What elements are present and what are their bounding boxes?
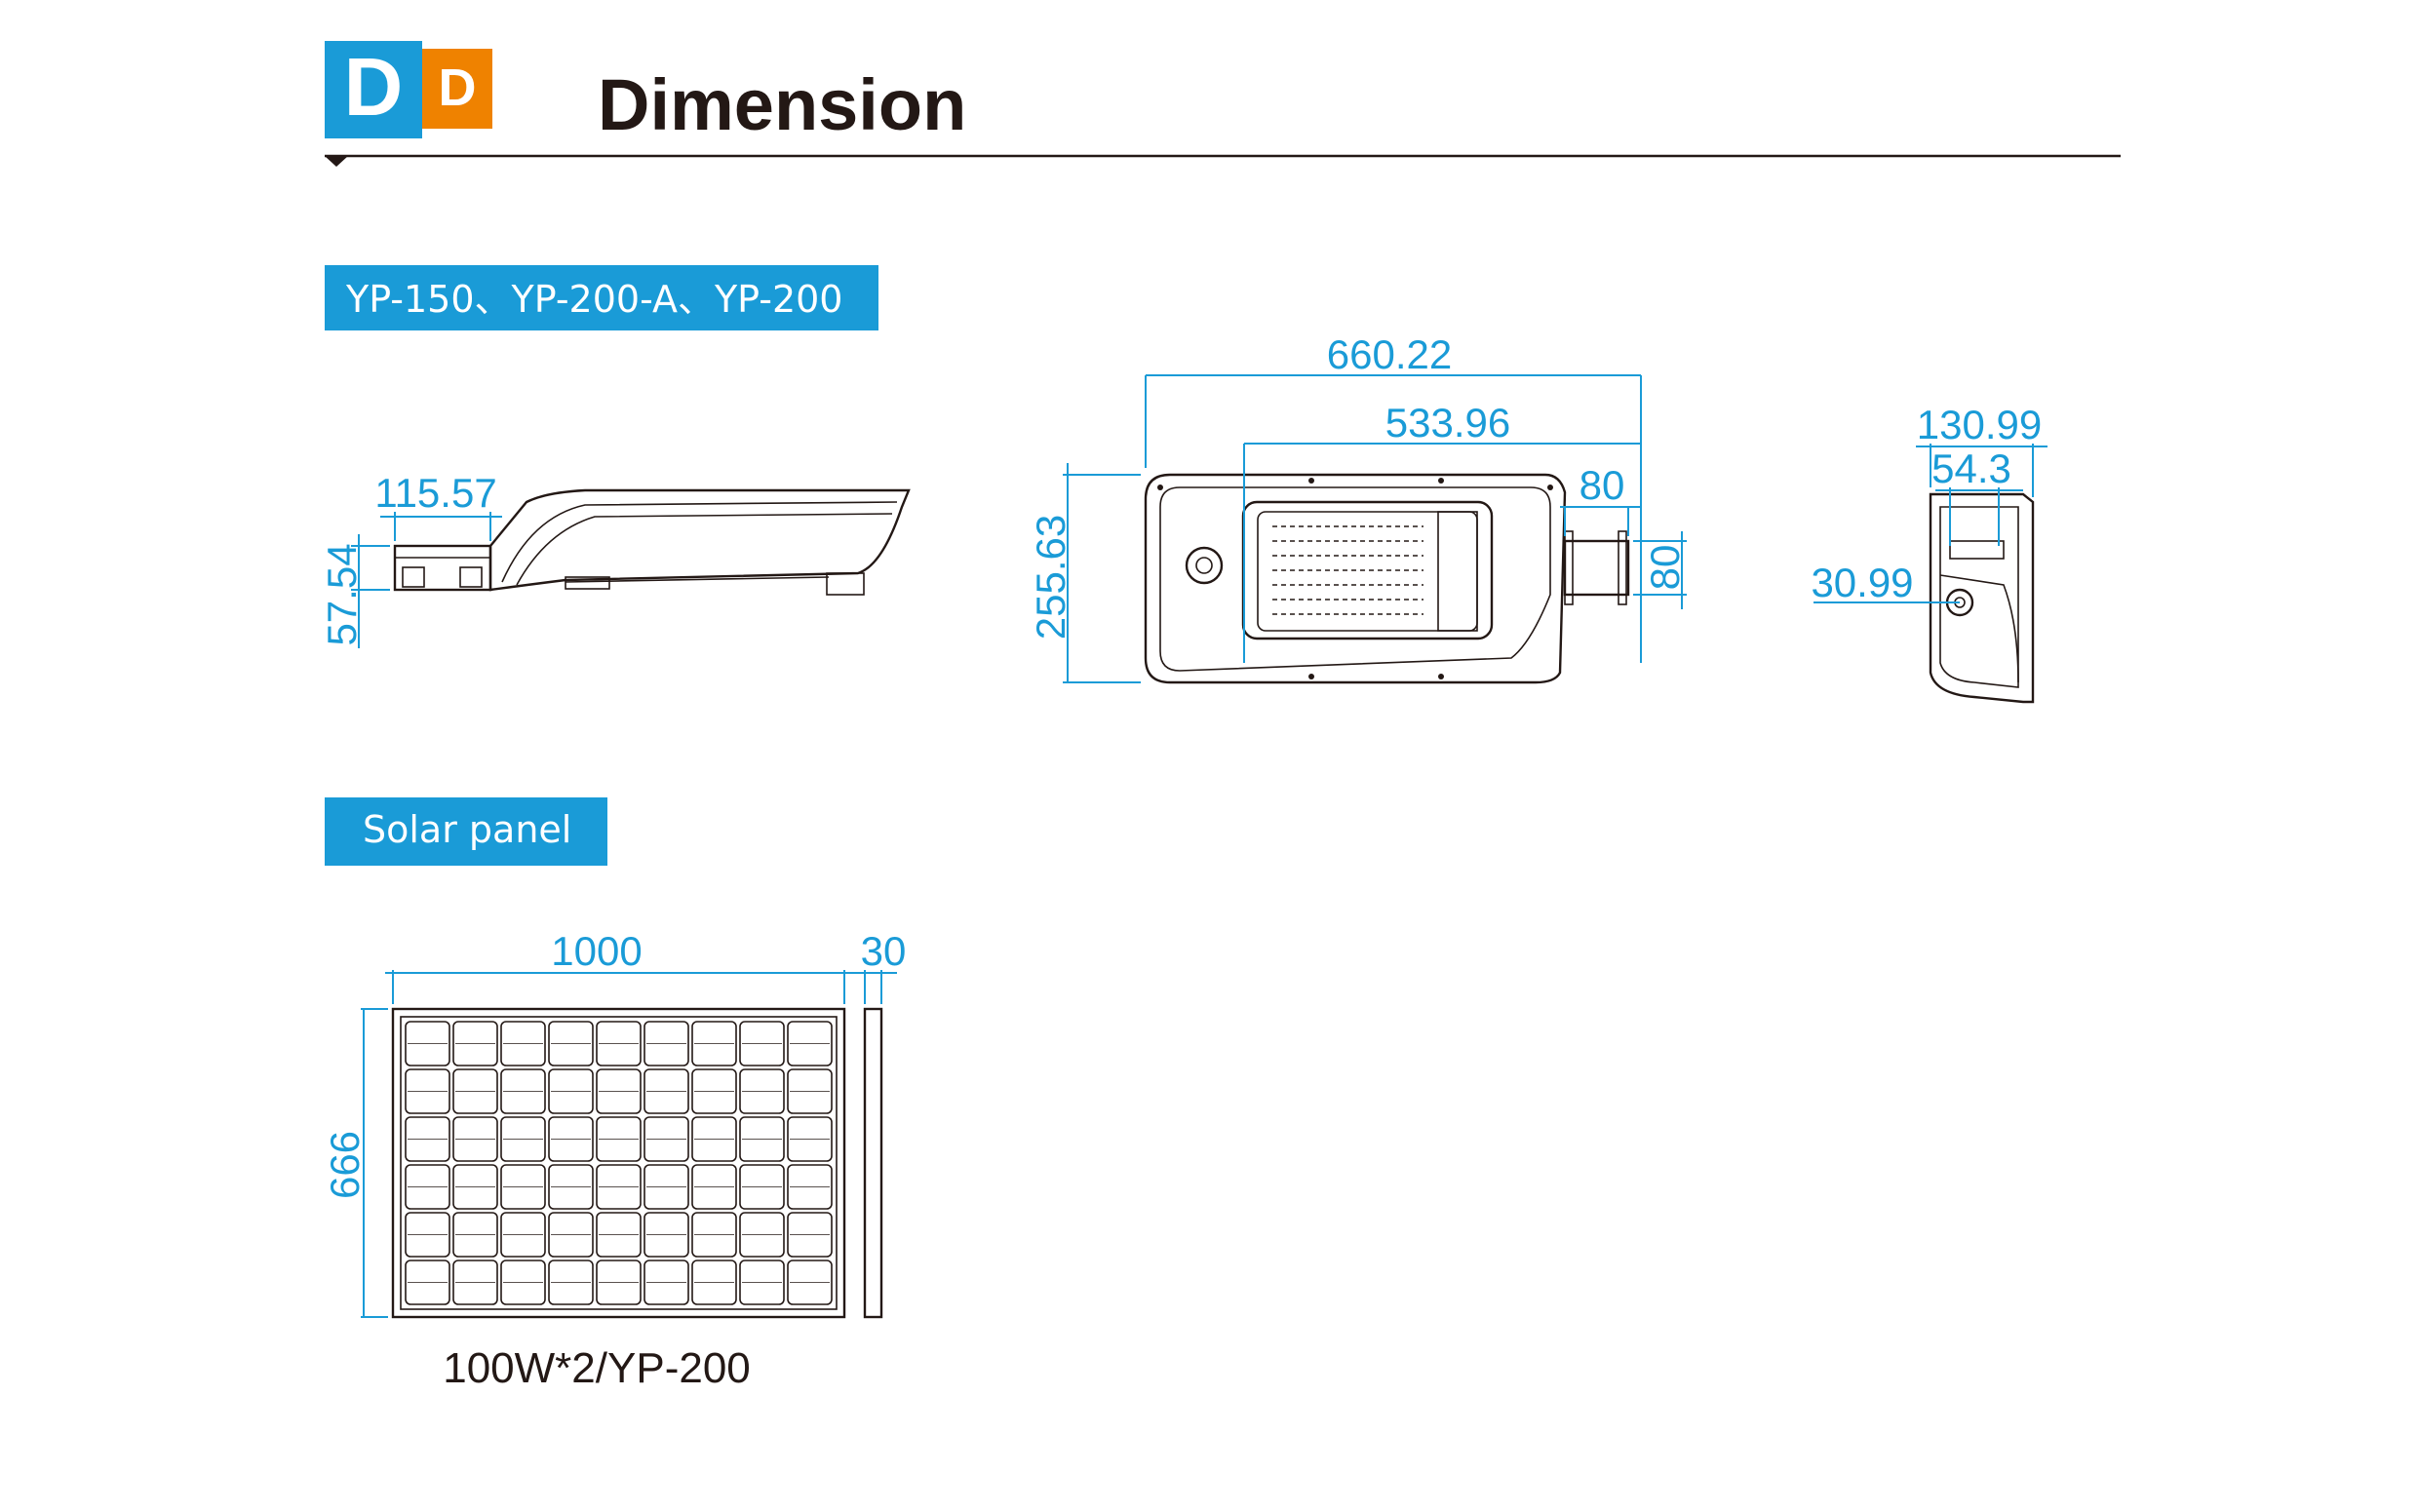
solar-cell <box>739 1021 785 1066</box>
screw-points <box>1157 478 1553 679</box>
solar-cell <box>452 1164 498 1210</box>
section-tab-solar-panel: Solar panel <box>325 797 607 866</box>
badge-small-letter: D <box>439 58 477 117</box>
solar-cell <box>739 1068 785 1114</box>
solar-cell <box>596 1116 642 1162</box>
solar-cell <box>452 1068 498 1114</box>
solar-cell <box>452 1116 498 1162</box>
top-overall-length-label: 660.22 <box>1327 331 1452 377</box>
panel-caption: 100W*2/YP-200 <box>443 1344 751 1392</box>
solar-cell <box>405 1212 450 1258</box>
end-hole-offset-label: 30.99 <box>1811 560 1913 605</box>
solar-cell <box>548 1116 594 1162</box>
solar-cell <box>452 1021 498 1066</box>
solar-panel-side: 30 <box>853 928 907 1319</box>
solar-cell <box>644 1164 689 1210</box>
side-width-label: 115.57 <box>374 470 496 516</box>
badge-big-letter: D <box>344 41 404 133</box>
solar-cell <box>787 1212 833 1258</box>
panel-thickness-label: 30 <box>861 928 907 974</box>
solar-cell <box>500 1021 546 1066</box>
lamp-side-view: 115.57 57.54 <box>319 470 911 648</box>
solar-cell <box>500 1164 546 1210</box>
solar-cell <box>691 1116 737 1162</box>
solar-cell <box>787 1260 833 1305</box>
solar-cell <box>500 1116 546 1162</box>
lamp-top-view: 660.22 533.96 80 80 255.63 <box>1028 331 1688 684</box>
top-arm-length-label: 80 <box>1580 462 1625 508</box>
solar-cell <box>787 1164 833 1210</box>
solar-cell <box>787 1021 833 1066</box>
solar-cell <box>596 1068 642 1114</box>
solar-cell-grid <box>405 1021 833 1305</box>
solar-panel-front: 1000 666 <box>322 928 853 1319</box>
solar-cell <box>405 1116 450 1162</box>
panel-height-label: 666 <box>322 1131 368 1199</box>
solar-cell <box>452 1212 498 1258</box>
solar-cell <box>405 1260 450 1305</box>
solar-cell <box>691 1068 737 1114</box>
solar-cell <box>405 1068 450 1114</box>
top-arm-width-label: 80 <box>1642 545 1688 591</box>
top-body-length-label: 533.96 <box>1385 400 1510 446</box>
solar-cell <box>500 1212 546 1258</box>
solar-cell <box>596 1021 642 1066</box>
solar-cell <box>548 1212 594 1258</box>
solar-cell <box>405 1164 450 1210</box>
solar-cell <box>500 1068 546 1114</box>
solar-cell <box>691 1164 737 1210</box>
rule-marker-icon <box>325 156 348 167</box>
lamp-end-view: 130.99 54.3 30.99 <box>1811 402 2048 704</box>
solar-cell <box>691 1260 737 1305</box>
end-arm-depth-label: 54.3 <box>1931 446 2011 491</box>
solar-cell <box>644 1021 689 1066</box>
logo-badge: D D <box>325 41 492 138</box>
section-label-lamp-models: YP-150、YP-200-A、YP-200 <box>345 278 842 321</box>
top-overall-width-label: 255.63 <box>1028 515 1073 640</box>
solar-cell <box>691 1021 737 1066</box>
solar-cell <box>548 1068 594 1114</box>
section-tab-lamp-models: YP-150、YP-200-A、YP-200 <box>325 265 878 330</box>
solar-cell <box>739 1260 785 1305</box>
header: D D Dimension <box>325 41 2121 167</box>
solar-cell <box>596 1260 642 1305</box>
solar-cell <box>644 1116 689 1162</box>
solar-cell <box>596 1164 642 1210</box>
page-title: Dimension <box>598 64 966 145</box>
solar-cell <box>739 1164 785 1210</box>
solar-cell <box>500 1260 546 1305</box>
end-overall-depth-label: 130.99 <box>1917 402 2042 447</box>
solar-cell <box>548 1021 594 1066</box>
side-height-label: 57.54 <box>319 543 365 645</box>
solar-cell <box>787 1116 833 1162</box>
solar-cell <box>739 1212 785 1258</box>
solar-cell <box>548 1164 594 1210</box>
solar-cell <box>644 1068 689 1114</box>
panel-width-label: 1000 <box>551 928 642 974</box>
solar-cell <box>452 1260 498 1305</box>
solar-cell <box>787 1068 833 1114</box>
led-array <box>1272 525 1424 615</box>
solar-cell <box>405 1021 450 1066</box>
section-label-solar-panel: Solar panel <box>363 808 571 851</box>
solar-cell <box>739 1116 785 1162</box>
solar-cell <box>644 1260 689 1305</box>
solar-cell <box>691 1212 737 1258</box>
solar-cell <box>548 1260 594 1305</box>
solar-cell <box>644 1212 689 1258</box>
solar-cell <box>596 1212 642 1258</box>
